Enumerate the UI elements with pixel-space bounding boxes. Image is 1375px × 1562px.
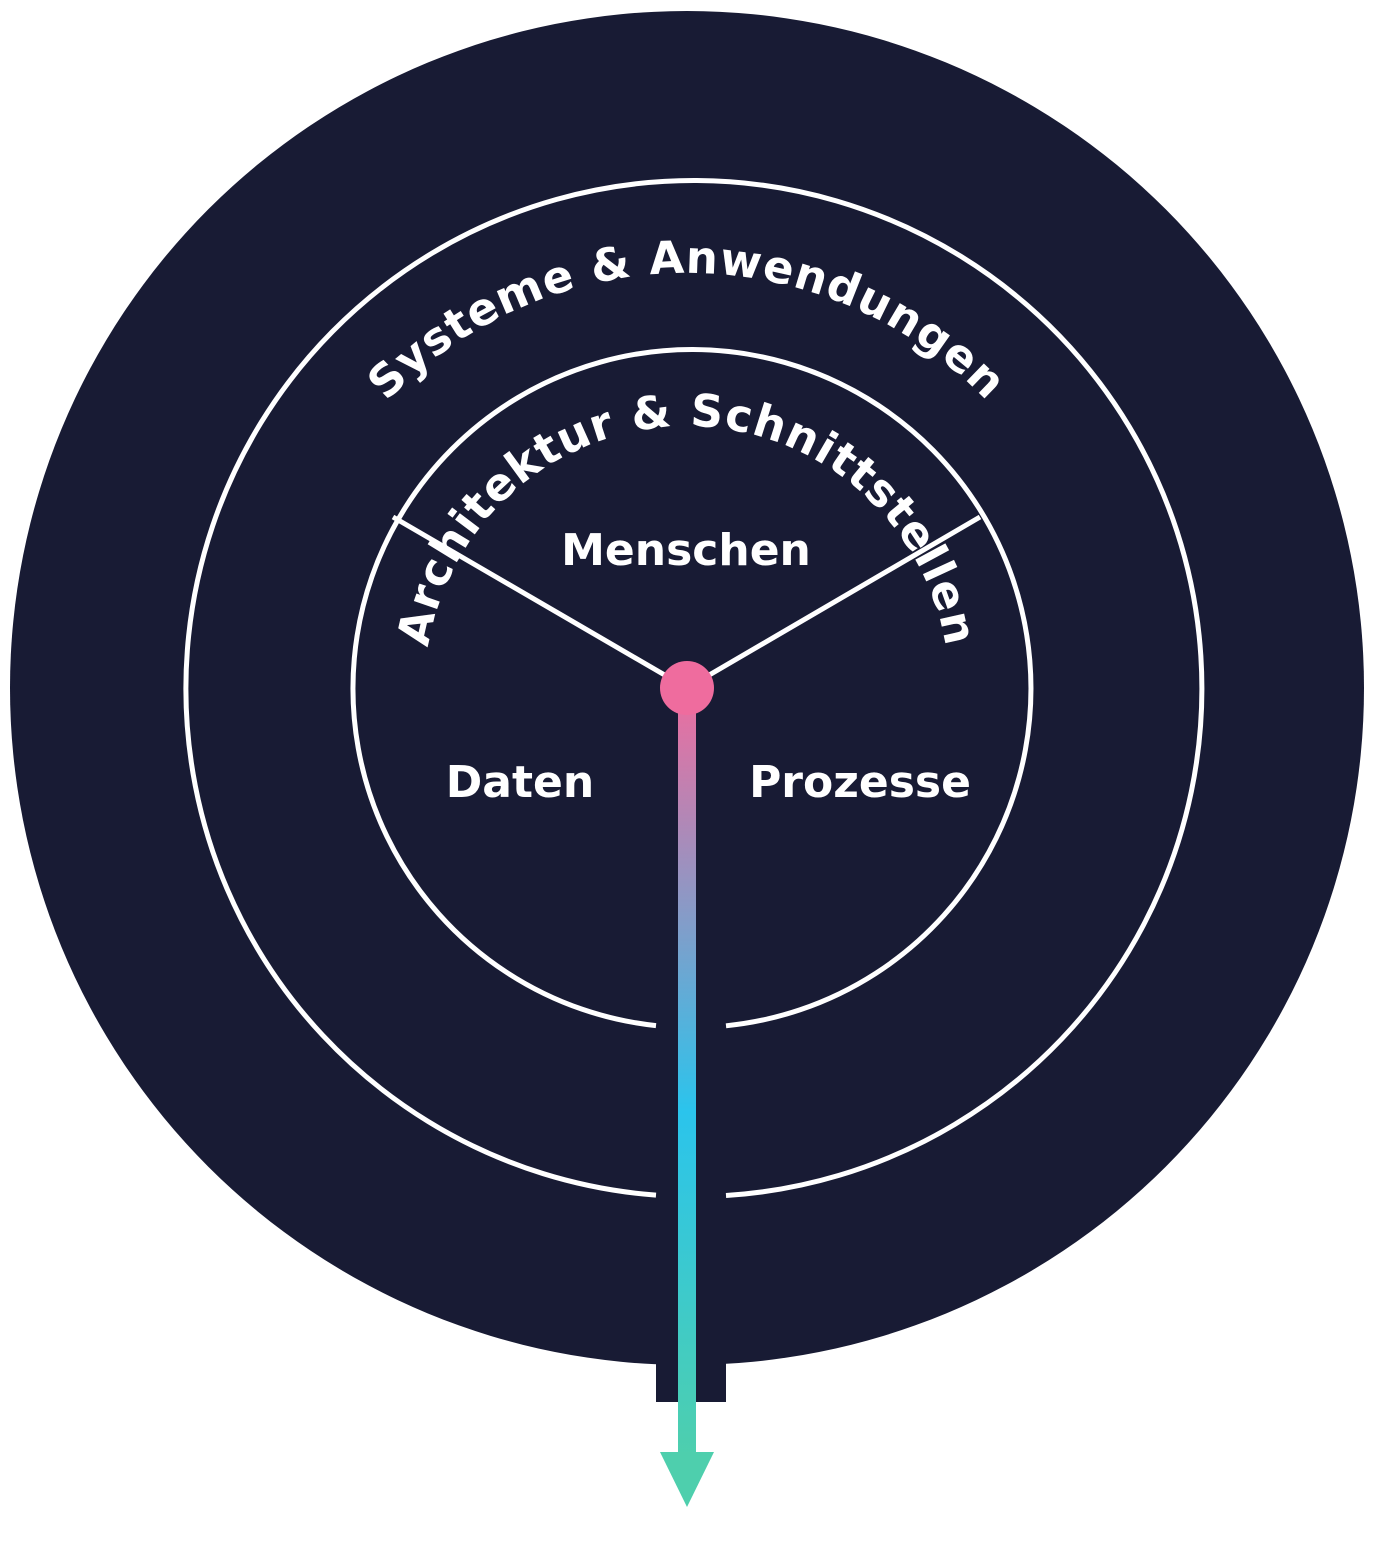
divider-left (391, 514, 689, 691)
divider-right (685, 514, 982, 691)
center-dot (660, 661, 714, 715)
inner-circle-border (350, 347, 1034, 1029)
arrow-shaft (678, 688, 696, 1458)
arrow-head-icon (660, 1452, 714, 1507)
middle-ring-border (183, 178, 1205, 1198)
segment-label-daten: Daten (446, 757, 594, 808)
segment-label-prozesse: Prozesse (749, 757, 971, 808)
segment-label-menschen: Menschen (561, 525, 811, 576)
